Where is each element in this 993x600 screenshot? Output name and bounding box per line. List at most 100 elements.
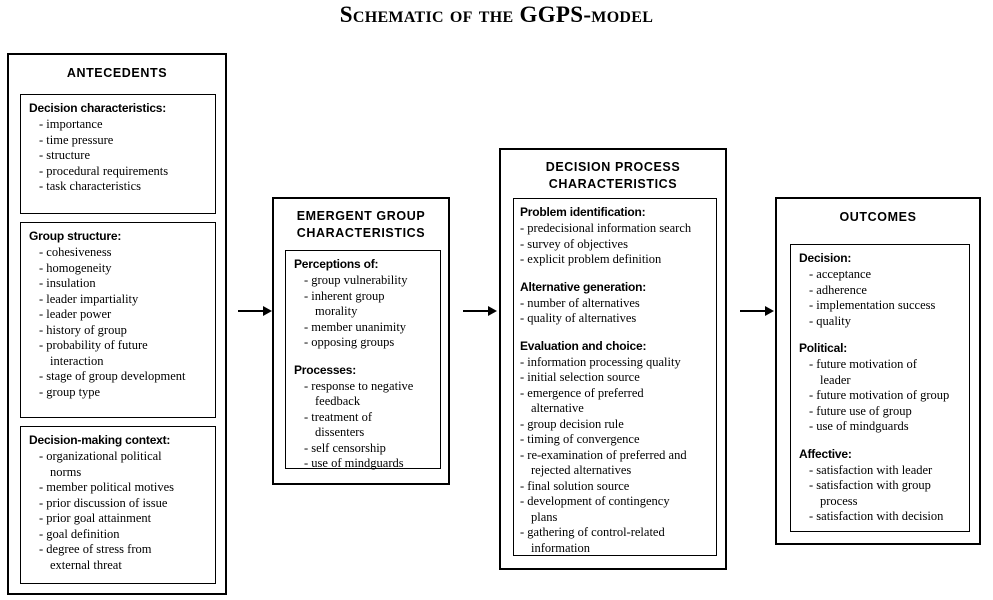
list-item: - treatment of dissenters <box>304 409 373 440</box>
list-evaluation-and-choice: - information processing quality - initi… <box>520 355 710 557</box>
stage-emergent-heading: EMERGENT GROUP CHARACTERISTICS <box>274 208 448 242</box>
list-item: - satisfaction with leader <box>809 462 933 477</box>
stage-process-heading-line1: DECISION PROCESS <box>545 160 681 174</box>
list-item: - information processing quality <box>520 354 681 369</box>
arrow-head-icon <box>263 305 272 316</box>
list-item: - future use of group <box>809 403 912 418</box>
list-item: - self censorship <box>304 440 386 455</box>
list-item: - member unanimity <box>304 319 407 334</box>
list-item: - degree of stress from external threat <box>39 542 152 572</box>
list-item: - structure <box>39 148 91 162</box>
group-decision-making-context: Decision-making context: - organizationa… <box>20 426 216 584</box>
group-outcome-details: Decision: - acceptance - adherence - imp… <box>790 244 970 532</box>
list-item: - leader power <box>39 307 112 321</box>
list-item: - leader impartiality <box>39 291 139 306</box>
arrow-antecedents-to-emergent <box>238 305 272 317</box>
list-item: - use of mindguards <box>809 419 909 433</box>
list-item: - satisfaction with decision <box>809 509 944 523</box>
list-item: - implementation success <box>809 298 936 312</box>
list-item: - stage of group development <box>39 369 186 383</box>
arrow-head-icon <box>488 305 497 316</box>
list-item: - member political motives <box>39 480 175 494</box>
list-problem-identification: - predecisional information search - sur… <box>520 221 710 268</box>
list-item: - task characteristics <box>39 179 142 193</box>
group-head: Problem identification: <box>520 205 646 219</box>
group-head: Group structure: <box>29 229 122 243</box>
list-item: - quality <box>809 313 852 328</box>
list-item: - initial selection source <box>520 370 640 384</box>
arrow-emergent-to-process <box>463 305 497 317</box>
stage-decision-process: DECISION PROCESS CHARACTERISTICS Problem… <box>499 148 727 570</box>
stage-emergent-heading-line1: EMERGENT GROUP <box>296 209 426 223</box>
list-item: - procedural requirements <box>39 163 169 178</box>
list-item: - satisfaction with group process <box>809 478 931 508</box>
list-item: - development of contingency plans <box>520 494 670 524</box>
list-item: - group type <box>39 384 101 399</box>
stage-emergent-heading-line2: CHARACTERISTICS <box>296 226 426 240</box>
arrow-process-to-outcomes <box>740 305 774 317</box>
arrow-shaft <box>740 310 766 312</box>
list-item: - organizational political norms <box>39 449 162 479</box>
page-title-acronym: GGPS <box>519 2 584 27</box>
list-item: - insulation <box>39 276 96 290</box>
list-item: - final solution source <box>520 478 630 493</box>
list-item: - future motivation of leader <box>809 357 917 387</box>
list-item: - number of alternatives <box>520 295 640 310</box>
list-item: - future motivation of group <box>809 388 950 402</box>
list-item: - history of group <box>39 322 127 337</box>
list-item: - opposing groups <box>304 335 395 349</box>
group-head: Processes: <box>294 362 357 377</box>
group-head: Alternative generation: <box>520 279 647 294</box>
list-item: - inherent group morality <box>304 288 385 319</box>
list-item: - timing of convergence <box>520 432 640 446</box>
group-head: Decision characteristics: <box>29 101 167 115</box>
list-item: - use of mindguards <box>304 456 404 470</box>
list-item: - emergence of preferred alternative <box>520 385 644 416</box>
list-item: - survey of objectives <box>520 236 628 251</box>
list-political-outcomes: - future motivation of leader - future m… <box>799 357 963 435</box>
list-item: - explicit problem definition <box>520 252 662 266</box>
group-group-structure: Group structure: - cohesiveness - homoge… <box>20 222 216 418</box>
stage-process-heading: DECISION PROCESS CHARACTERISTICS <box>501 159 725 193</box>
group-head: Decision: <box>799 251 852 265</box>
list-item: - group decision rule <box>520 416 624 431</box>
list-item: - prior goal attainment <box>39 511 152 525</box>
list-decision-making-context: - organizational political norms - membe… <box>29 449 209 573</box>
list-item: - response to negative feedback <box>304 378 414 409</box>
stage-process-heading-line2: CHARACTERISTICS <box>548 177 678 191</box>
list-item: - goal definition <box>39 526 120 541</box>
list-item: - cohesiveness <box>39 245 112 259</box>
list-decision-outcomes: - acceptance - adherence - implementatio… <box>799 267 963 329</box>
list-decision-characteristics: - importance - time pressure - structure… <box>29 117 209 195</box>
list-group-structure: - cohesiveness - homogeneity - insulatio… <box>29 245 209 400</box>
list-item: - time pressure <box>39 132 114 147</box>
list-item: - acceptance <box>809 267 872 281</box>
stage-antecedents: ANTECEDENTS Decision characteristics: - … <box>7 53 227 595</box>
list-item: - gathering of control-related informati… <box>520 525 665 555</box>
page-title-part-1: Schematic of the <box>339 2 520 27</box>
group-process-details: Problem identification: - predecisional … <box>513 198 717 556</box>
arrow-shaft <box>238 310 264 312</box>
group-perceptions-and-processes: Perceptions of: - group vulnerability - … <box>285 250 441 470</box>
list-item: - adherence <box>809 282 867 297</box>
group-head: Evaluation and choice: <box>520 338 647 353</box>
list-item: - homogeneity <box>39 260 112 275</box>
page-title-part-3: -model <box>583 2 654 27</box>
list-item: - group vulnerability <box>304 273 408 287</box>
list-perceptions-of: - group vulnerability - inherent group m… <box>294 273 434 351</box>
stage-outcomes-heading: OUTCOMES <box>839 210 917 224</box>
arrow-head-icon <box>765 305 774 316</box>
list-item: - quality of alternatives <box>520 311 637 325</box>
page-title: Schematic of the GGPS-model <box>0 2 993 28</box>
stage-antecedents-heading: ANTECEDENTS <box>66 66 168 80</box>
list-affective-outcomes: - satisfaction with leader - satisfactio… <box>799 463 963 525</box>
stage-emergent-group: EMERGENT GROUP CHARACTERISTICS Perceptio… <box>272 197 450 485</box>
group-decision-characteristics: Decision characteristics: - importance -… <box>20 94 216 214</box>
group-head: Perceptions of: <box>294 257 379 271</box>
arrow-shaft <box>463 310 489 312</box>
stage-outcomes: OUTCOMES Decision: - acceptance - adhere… <box>775 197 981 545</box>
list-item: - probability of future interaction <box>39 338 148 368</box>
list-item: - re-examination of preferred and reject… <box>520 447 687 478</box>
group-head: Affective: <box>799 446 852 461</box>
list-item: - importance <box>39 117 103 131</box>
